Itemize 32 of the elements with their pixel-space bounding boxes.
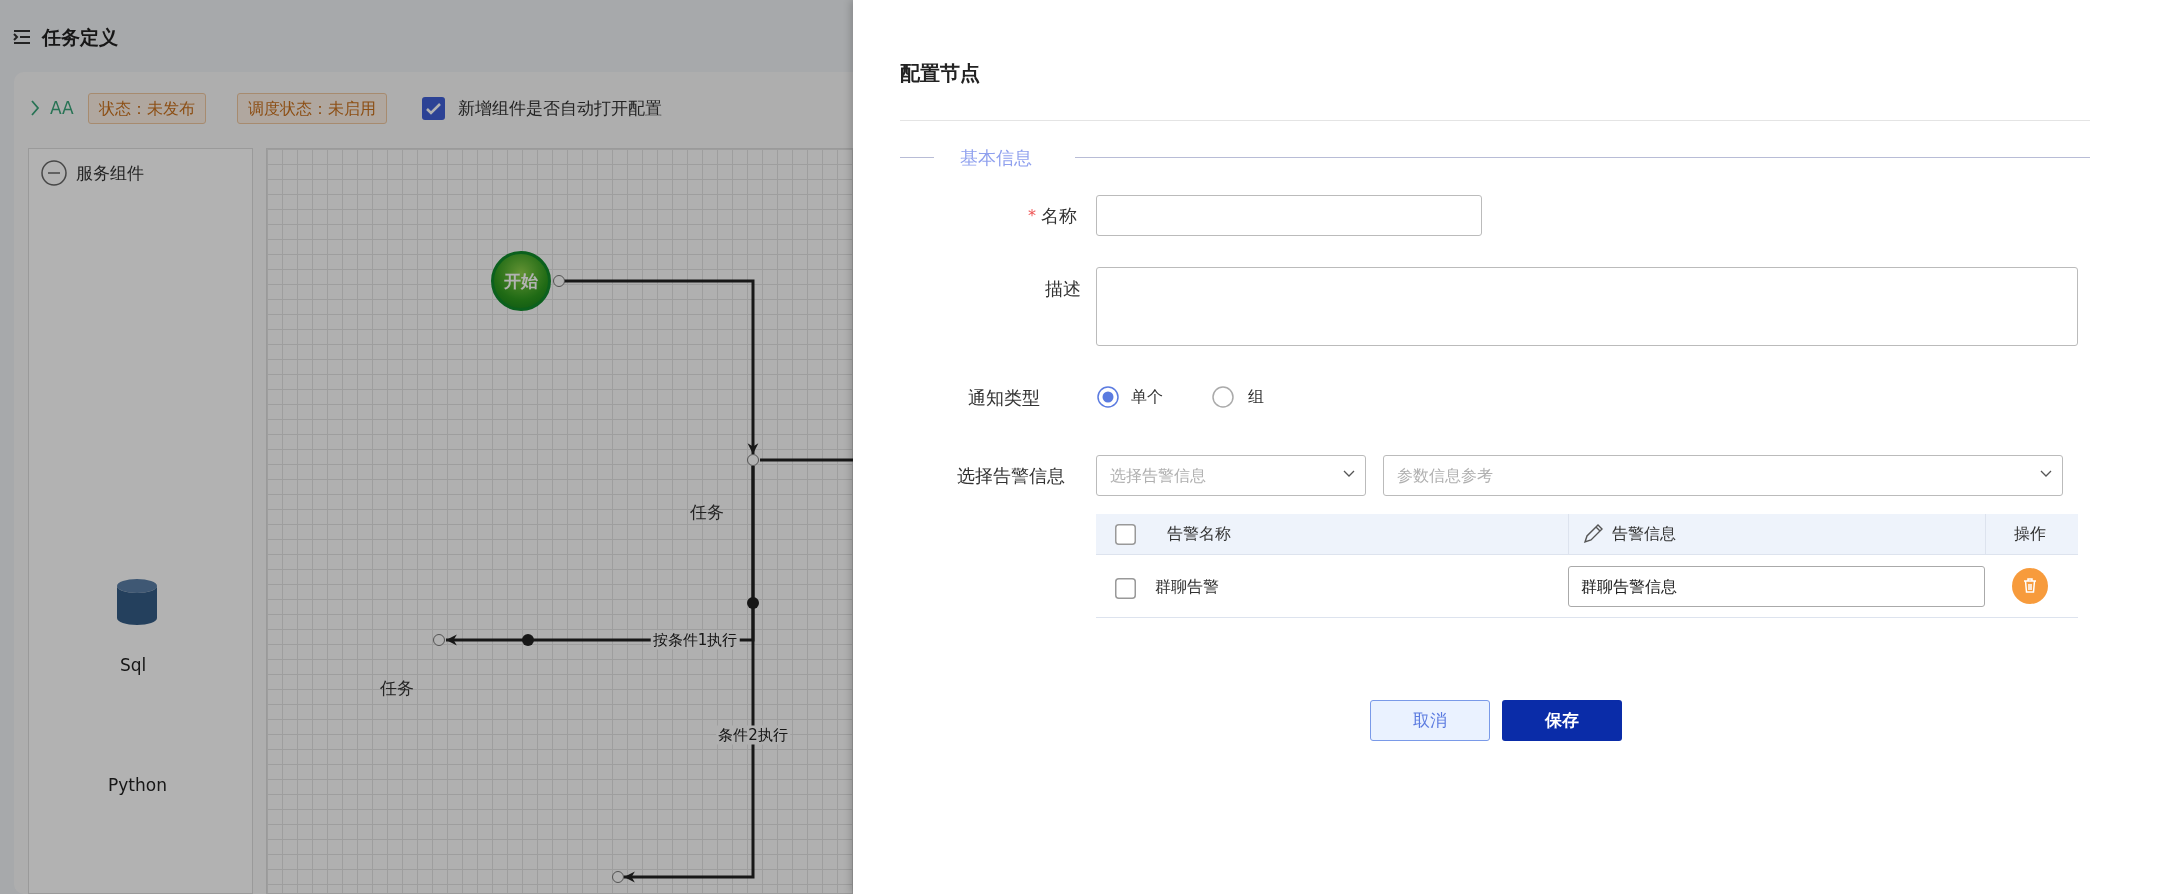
- component-name: Python: [108, 775, 167, 795]
- field-label: 名称: [1041, 204, 1077, 228]
- column-header: 告警信息: [1612, 524, 1676, 545]
- breadcrumb-link: AA: [50, 98, 74, 118]
- connector-arrow: [563, 279, 759, 454]
- page-title: 任务定义: [42, 25, 118, 50]
- field-label: 描述: [1045, 277, 1081, 301]
- radio-label: 单个: [1131, 387, 1163, 408]
- radio-label: 组: [1248, 387, 1264, 408]
- panel-title: 配置节点: [900, 60, 980, 87]
- field-label: 选择告警信息: [957, 464, 1065, 488]
- select-field: 参数信息参考: [1383, 455, 2063, 496]
- section-heading: 基本信息: [960, 146, 1032, 170]
- select-field: 选择告警信息: [1096, 455, 1366, 496]
- table-text: 群聊告警: [1155, 577, 1219, 598]
- sidebar-heading: 服务组件: [76, 162, 144, 185]
- node-label: 任务: [380, 677, 414, 700]
- column-header: 告警名称: [1167, 524, 1231, 545]
- status-tag: 状态：未发布: [88, 93, 206, 124]
- component-name: Sql: [120, 655, 147, 675]
- column-header: 操作: [2014, 524, 2046, 545]
- status-tag: 调度状态：未启用: [237, 93, 387, 124]
- node-label: 任务: [690, 501, 724, 524]
- field-label: 通知类型: [968, 386, 1040, 410]
- save-button: 保存: [1502, 700, 1622, 741]
- cancel-button: 取消: [1370, 700, 1490, 741]
- input-field: 群聊告警信息: [1568, 566, 1985, 607]
- checkbox-label: 新增组件是否自动打开配置: [458, 97, 662, 120]
- connector-arrow: [624, 466, 755, 883]
- edge-label: 条件2执行: [716, 725, 790, 745]
- edge-label: 按条件1执行: [650, 630, 740, 650]
- required-mark: *: [1028, 206, 1036, 225]
